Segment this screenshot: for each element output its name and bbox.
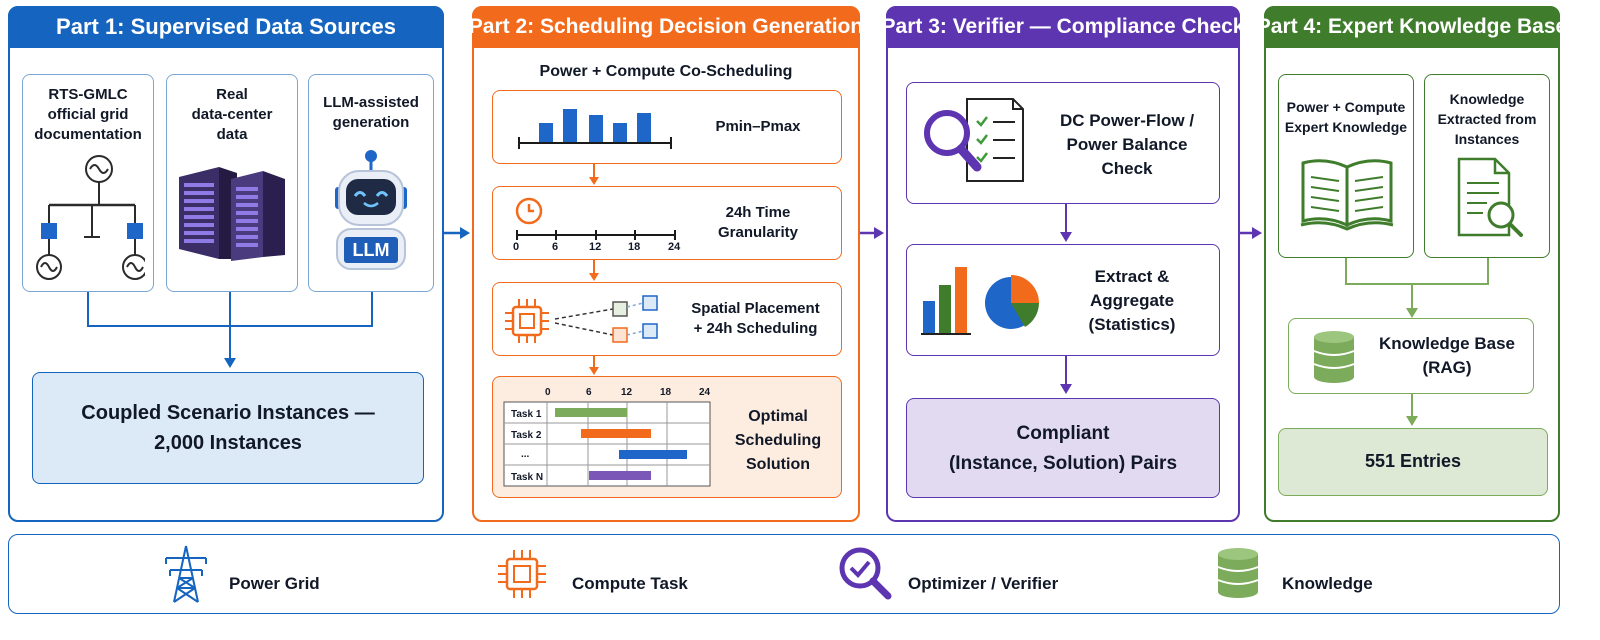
entries-count: 551 Entries — [1278, 428, 1548, 496]
panel-supervised-data-sources: Part 1: Supervised Data Sources RTS-GMLC… — [8, 6, 444, 522]
panel-title: Part 3: Verifier — Compliance Check — [882, 6, 1244, 48]
timeline-tick: 24 — [668, 241, 681, 253]
source-datacenter-label: Real data-center data — [191, 86, 273, 143]
legend-power-grid: Power Grid — [229, 574, 320, 593]
gantt-chart — [503, 401, 711, 487]
timeline-axis — [516, 230, 676, 240]
panel-verifier: Part 3: Verifier — Compliance Check DC P… — [882, 6, 1244, 522]
gantt-tick: 18 — [660, 387, 672, 398]
pmin-pmax-label: Pmin–Pmax — [715, 118, 801, 135]
clock-icon — [515, 197, 543, 225]
spatial-placement-label: Spatial Placement + 24h Scheduling — [691, 300, 820, 337]
legend — [8, 534, 1560, 614]
panel-expert-knowledge: Part 4: Expert Knowledge Base Power + Co… — [1257, 6, 1567, 522]
step-optimal-solution: 0 6 12 18 24 Task 1 Task 2 ... Task N Op… — [492, 376, 842, 498]
panel-title: Part 4: Expert Knowledge Base — [1257, 6, 1567, 48]
panel-title: Part 1: Supervised Data Sources — [8, 6, 444, 48]
gantt-task-label: ... — [521, 449, 530, 460]
grid-schematic-icon — [36, 155, 145, 280]
source-expert-knowledge: Power + Compute Expert Knowledge — [1278, 74, 1414, 258]
verifier-connectors — [1060, 204, 1072, 394]
flow-arrow-3-4 — [1240, 227, 1262, 239]
knowledge-base-label: Knowledge Base (RAG) — [1378, 334, 1516, 377]
gantt-task-label: Task 1 — [511, 409, 542, 420]
source-datacenter: Real data-center data — [166, 74, 298, 292]
source-rts-gmlc: RTS-GMLC official grid documentation — [22, 74, 154, 292]
chip-icon — [505, 299, 549, 343]
database-icon — [1313, 331, 1355, 383]
timeline-tick: 0 — [513, 241, 520, 253]
gantt-tick: 24 — [699, 387, 711, 398]
extract-aggregate-label: Extract & Aggregate (Statistics) — [1088, 267, 1176, 334]
flow-arrow-1-2 — [444, 227, 470, 239]
time-granularity-label: 24h Time Granularity — [717, 204, 799, 241]
server-rack-icon — [179, 167, 285, 261]
gantt-tick: 6 — [586, 387, 592, 398]
llm-badge: LLM — [352, 240, 390, 260]
step-pmin-pmax: Pmin–Pmax — [492, 90, 842, 164]
merge-connector — [87, 292, 373, 368]
compute-task-icon — [498, 550, 546, 598]
optimizer-verifier-icon — [839, 547, 892, 600]
step-power-flow-check: DC Power-Flow / Power Balance Check — [906, 82, 1220, 204]
timeline-tick: 6 — [552, 241, 559, 253]
knowledge-base-rag: Knowledge Base (RAG) — [1288, 318, 1534, 394]
entries-label: 551 Entries — [1364, 451, 1462, 471]
panel-scheduling-decision: Part 2: Scheduling Decision Generation P… — [469, 6, 863, 522]
gantt-task-label: Task N — [511, 472, 544, 483]
book-icon — [1300, 159, 1394, 231]
kb-connectors — [1345, 258, 1489, 426]
robot-icon — [335, 150, 407, 270]
step-connectors — [589, 164, 599, 375]
compliant-pairs: Compliant (Instance, Solution) Pairs — [906, 398, 1220, 498]
power-grid-icon — [165, 545, 207, 603]
source-extracted-knowledge: Knowledge Extracted from Instances — [1424, 74, 1550, 258]
legend-knowledge: Knowledge — [1282, 574, 1373, 593]
source-llm-generation: LLM-assisted generation LLM — [308, 74, 434, 292]
timeline-tick: 18 — [628, 241, 641, 253]
document-search-icon — [1457, 157, 1523, 237]
timeline-tick: 12 — [589, 241, 602, 253]
gantt-tick: 0 — [545, 387, 551, 398]
placement-links — [554, 295, 658, 343]
flow-arrow-2-3 — [860, 227, 884, 239]
co-scheduling-subtitle: Power + Compute Co-Scheduling — [539, 63, 793, 80]
legend-compute-task: Compute Task — [572, 574, 688, 593]
gantt-task-label: Task 2 — [511, 430, 542, 441]
panel-title: Part 2: Scheduling Decision Generation — [469, 6, 863, 48]
gantt-tick: 12 — [621, 387, 633, 398]
legend-optimizer-verifier: Optimizer / Verifier — [908, 574, 1059, 593]
step-extract-aggregate: Extract & Aggregate (Statistics) — [906, 244, 1220, 356]
bar-chart-icon — [518, 109, 672, 149]
knowledge-database-icon — [1217, 548, 1259, 598]
optimal-solution-label: Optimal Scheduling Solution — [734, 408, 822, 473]
expert-knowledge-label: Power + Compute Expert Knowledge — [1284, 99, 1408, 135]
step-time-granularity: 0 6 12 18 24 24h Time Granularity — [492, 186, 842, 260]
coupled-scenario-instances: Coupled Scenario Instances — 2,000 Insta… — [32, 372, 424, 484]
coupled-scenario-label: Coupled Scenario Instances — 2,000 Insta… — [81, 402, 375, 454]
extracted-knowledge-label: Knowledge Extracted from Instances — [1437, 91, 1537, 147]
checklist-magnifier-icon — [924, 98, 1024, 182]
source-rts-gmlc-label: RTS-GMLC official grid documentation — [34, 86, 142, 143]
power-flow-check-label: DC Power-Flow / Power Balance Check — [1059, 111, 1195, 178]
step-spatial-placement: Spatial Placement + 24h Scheduling — [492, 282, 842, 356]
source-llm-label: LLM-assisted generation — [323, 94, 419, 131]
compliant-pairs-label: Compliant (Instance, Solution) Pairs — [948, 423, 1178, 474]
statistics-icon — [921, 267, 1039, 335]
